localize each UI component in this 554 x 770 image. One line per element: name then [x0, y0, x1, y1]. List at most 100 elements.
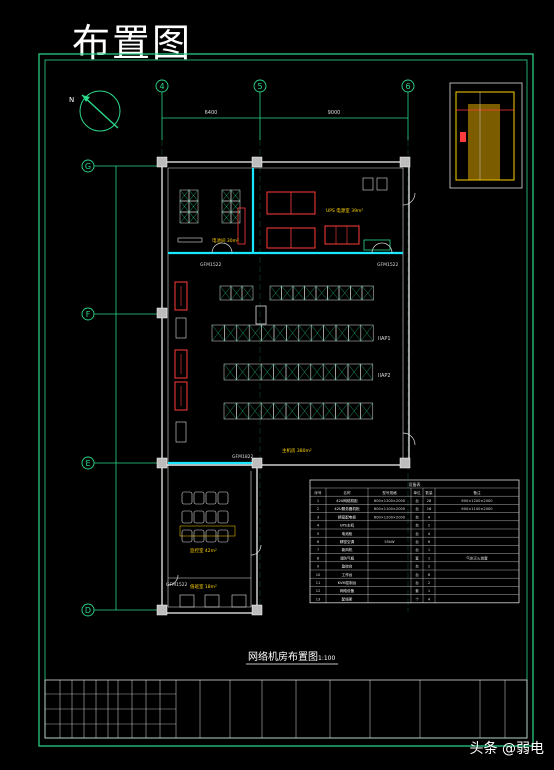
table-cell: UPS主机 [340, 523, 355, 528]
table-cell: 600×1100×2000 [461, 507, 493, 511]
label-main-room: 主机房 380m² [282, 447, 312, 454]
table-column-header: 数量 [425, 490, 433, 495]
north-arrow-icon: N [69, 90, 121, 132]
table-cell: 套 [415, 555, 419, 560]
door-tag-2: GFM1522 [377, 262, 399, 268]
grid-columns: 4 5 6 6400 9000 [155, 79, 415, 612]
grid-col-label: 5 [257, 82, 262, 91]
label-monitor-room: 监控室 42m² [190, 547, 217, 554]
table-cell: 4 [317, 524, 320, 528]
table-cell: 台 [415, 523, 419, 528]
table-cell: 2 [428, 581, 430, 585]
table-cell: 1 [317, 499, 319, 503]
structural-columns [156, 156, 411, 616]
room-duty [168, 577, 251, 608]
table-cell: 4 [428, 532, 431, 536]
room-ups [237, 177, 391, 251]
table-cell: 台 [415, 572, 419, 577]
table-column-header: 型号规格 [382, 490, 397, 495]
grid-col-dimension: 6400 [205, 110, 218, 116]
table-cell: 6 [428, 573, 431, 577]
table-cell: 600×1100×2000 [374, 507, 406, 511]
table-cell: 1 [428, 589, 430, 593]
grid-col-dimension: 9000 [328, 110, 341, 116]
table-cell: 台 [415, 531, 419, 536]
table-cell: 台 [415, 498, 419, 503]
room-main [174, 281, 374, 443]
table-cell: 2 [428, 565, 430, 569]
title-block [44, 679, 528, 739]
table-cell: 工作台 [342, 572, 353, 577]
grid-rows: G F E D [81, 159, 162, 617]
key-plan-thumbnail [449, 82, 523, 189]
table-cell: 监控台 [342, 564, 353, 569]
table-cell: 台 [415, 564, 419, 569]
sheet-border-outer [38, 53, 534, 747]
equipment-table: 设备表序号 名称 型号规格 单位数量 备注 1 42U网络机柜 600×1200×2000 台 2… [309, 479, 520, 604]
label-battery-room: 电池间 30m² [212, 237, 239, 244]
table-column-header: 单位 [413, 490, 421, 495]
table-cell: 600×1200×2000 [461, 499, 493, 503]
table-cell: 13 [316, 597, 321, 601]
table-cell: 精密空调 [340, 539, 355, 544]
table-cell: 个 [415, 596, 419, 601]
table-cell: 台 [415, 539, 419, 544]
grid-row-label: D [85, 606, 91, 615]
row-label-1: IIAP1 [378, 336, 391, 342]
table-cell: 气体灭火装置 [466, 555, 488, 560]
table-cell: 配线架 [342, 596, 353, 601]
table-cell: 9 [317, 565, 320, 569]
table-cell: 台 [415, 506, 419, 511]
table-cell: 台 [415, 547, 419, 552]
table-cell: 16 [427, 507, 432, 511]
table-column-header: 序号 [314, 490, 322, 495]
table-cell: 8 [317, 556, 320, 560]
table-cell: 4 [428, 515, 431, 519]
partitions [168, 168, 403, 465]
table-column-header: 备注 [473, 490, 481, 495]
table-cell: 台 [415, 580, 419, 585]
table-cell: 1 [428, 556, 430, 560]
grid-col-label: 6 [405, 82, 410, 91]
room-monitor [179, 491, 236, 543]
table-cell: 精密配电柜 [338, 514, 356, 519]
table-cell: 7 [317, 548, 319, 552]
door-tag-1: GFM1522 [200, 262, 222, 268]
grid-row-label: E [85, 459, 90, 468]
table-cell: 4 [428, 597, 431, 601]
table-cell: 6 [317, 540, 320, 544]
table-cell: 新风机 [342, 547, 353, 552]
room-battery [177, 189, 241, 243]
table-cell: KVM控制台 [338, 580, 357, 585]
table-cell: 600×1200×2000 [374, 515, 406, 519]
table-cell: 电池柜 [342, 531, 353, 536]
table-cell: 1 [428, 548, 430, 552]
table-cell: 套 [415, 588, 419, 593]
doors [167, 192, 416, 586]
table-cell: 2 [317, 507, 319, 511]
table-cell: 3 [317, 515, 319, 519]
table-cell: 28 [427, 499, 432, 503]
table-cell: 42U服务器机柜 [334, 506, 360, 511]
watermark: 头条 @弱电 [469, 741, 544, 757]
table-cell: 10 [316, 573, 321, 577]
table-cell: 5 [317, 532, 319, 536]
table-cell: 6 [428, 540, 431, 544]
table-column-header: 名称 [343, 490, 351, 495]
label-duty-room: 值班室 18m² [190, 583, 217, 590]
grid-row-label: F [86, 310, 91, 319]
grid-col-label: 4 [159, 82, 164, 91]
table-cell: 42U网络机柜 [336, 498, 358, 503]
drawing-title: 网络机房布置图1:100 [248, 650, 335, 663]
grid-row-label: G [85, 162, 91, 171]
table-cell: 600×1200×2000 [374, 499, 406, 503]
table-cell: 消防气瓶 [340, 555, 355, 560]
table-cell: 12 [316, 589, 321, 593]
table-cell: 11 [316, 581, 321, 585]
table-cell: 55kW [384, 540, 395, 544]
table-cell: 2 [428, 524, 430, 528]
table-cell: 网络设备 [340, 588, 355, 593]
table-header-title: 设备表 [409, 481, 421, 487]
